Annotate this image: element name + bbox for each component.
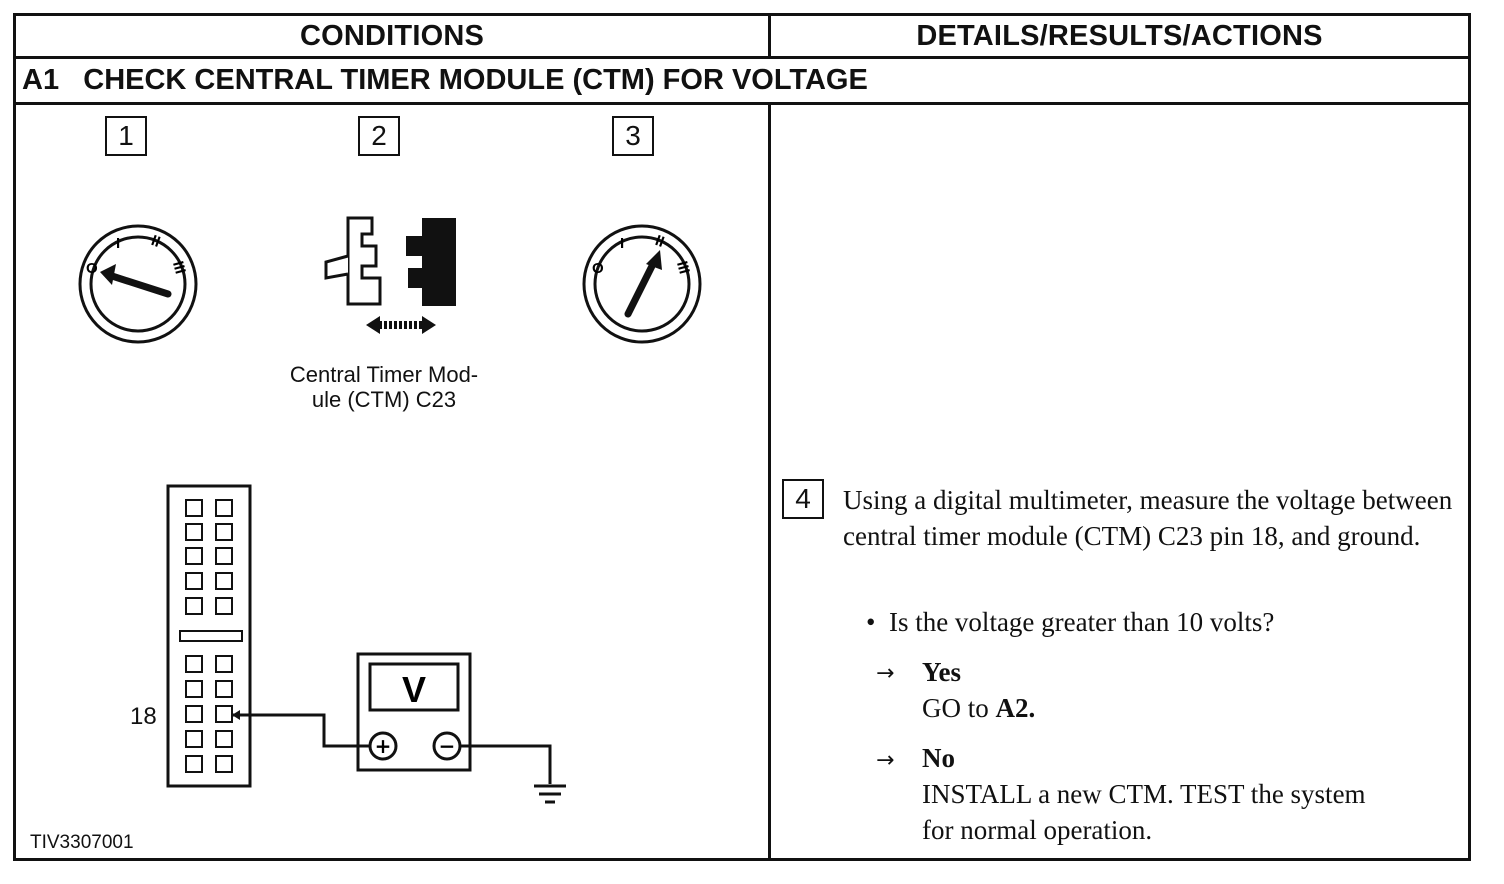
multimeter-minus: − xyxy=(439,734,456,758)
connector-pin-cavity xyxy=(185,523,203,541)
section-divider xyxy=(13,102,1471,105)
details-header: DETAILS/RESULTS/ACTIONS xyxy=(916,20,1323,52)
connector-pin-cavity xyxy=(185,680,203,698)
section-id: A1 xyxy=(22,64,60,96)
yes-action-target: A2. xyxy=(995,693,1036,723)
column-divider-body xyxy=(768,102,771,861)
column-divider-top xyxy=(768,13,771,58)
connector-pin-cavity xyxy=(185,572,203,590)
multimeter-plus: + xyxy=(375,734,392,758)
no-label: No xyxy=(922,743,955,773)
section-heading: CHECK CENTRAL TIMER MODULE (CTM) FOR VOL… xyxy=(83,64,868,96)
no-action-line2: for normal operation. xyxy=(922,815,1153,845)
switch3-label-i: I xyxy=(620,235,624,252)
conditions-header: CONDITIONS xyxy=(299,20,485,52)
connector-caption-line1: Central Timer Mod- xyxy=(289,362,479,387)
switch1-label-iii: III xyxy=(169,259,189,275)
connector-disconnect-icon xyxy=(324,216,456,334)
question-text: Is the voltage greater than 10 volts? xyxy=(888,607,1275,637)
connector-pin-cavity xyxy=(215,499,233,517)
yes-arrow-icon: → xyxy=(876,661,895,686)
yes-answer: Yes GO to A2. xyxy=(922,654,1035,726)
yes-action: GO to A2. xyxy=(922,693,1036,723)
switch3-label-off: O xyxy=(592,260,604,277)
switch3-label-iii: III xyxy=(673,259,693,275)
connector-pin-cavity xyxy=(185,655,203,673)
multimeter-icon: V + − xyxy=(356,652,472,772)
step-4-instruction: Using a digital multimeter, measure the … xyxy=(843,485,1453,551)
switch1-label-off: O xyxy=(86,260,98,277)
step-1-box: 1 xyxy=(105,116,147,156)
bullet-glyph: • xyxy=(866,607,876,637)
connector-c23-face xyxy=(166,484,252,788)
question-line: • Is the voltage greater than 10 volts? xyxy=(866,604,1274,640)
connector-pins xyxy=(185,499,233,773)
connector-pin-cavity xyxy=(185,755,203,773)
connector-pin-cavity xyxy=(185,499,203,517)
connector-pin-cavity xyxy=(215,755,233,773)
connector-pin-cavity xyxy=(185,730,203,748)
no-answer: No INSTALL a new CTM. TEST the system fo… xyxy=(922,740,1366,848)
figure-id: TIV3307001 xyxy=(30,832,134,853)
ignition-switch-off-icon: O I II III xyxy=(78,224,198,344)
connector-pin-cavity xyxy=(215,572,233,590)
ignition-switch-run-icon: O I II III xyxy=(582,224,702,344)
no-arrow-icon: → xyxy=(876,748,895,773)
step-3-box: 3 xyxy=(612,116,654,156)
connector-caption-line2: ule (CTM) C23 xyxy=(311,387,457,412)
yes-label: Yes xyxy=(922,657,961,687)
ground-icon xyxy=(534,784,566,804)
switch1-label-i: I xyxy=(116,235,120,252)
step-2-box: 2 xyxy=(358,116,400,156)
connector-pin-cavity xyxy=(215,655,233,673)
connector-caption: Central Timer Mod- ule (CTM) C23 xyxy=(256,362,512,412)
connector-pin-cavity xyxy=(185,597,203,615)
probe-wires xyxy=(232,710,552,784)
no-action-line1: INSTALL a new CTM. TEST the system xyxy=(922,779,1366,809)
multimeter-display: V xyxy=(402,669,426,710)
connector-pin-cavity xyxy=(215,730,233,748)
section-title: A1 CHECK CENTRAL TIMER MODULE (CTM) FOR … xyxy=(22,57,868,103)
connector-pin-cavity xyxy=(185,547,203,565)
connector-pin-cavity xyxy=(215,705,233,723)
connector-pin-cavity xyxy=(215,680,233,698)
table-frame xyxy=(13,13,1471,861)
pin-18-label: 18 xyxy=(130,703,157,730)
step-4-box: 4 xyxy=(782,479,824,519)
connector-pin-cavity xyxy=(185,705,203,723)
header-divider xyxy=(13,56,1471,59)
connector-pin-cavity xyxy=(215,597,233,615)
connector-pin-cavity xyxy=(215,523,233,541)
connector-pin-cavity xyxy=(215,547,233,565)
